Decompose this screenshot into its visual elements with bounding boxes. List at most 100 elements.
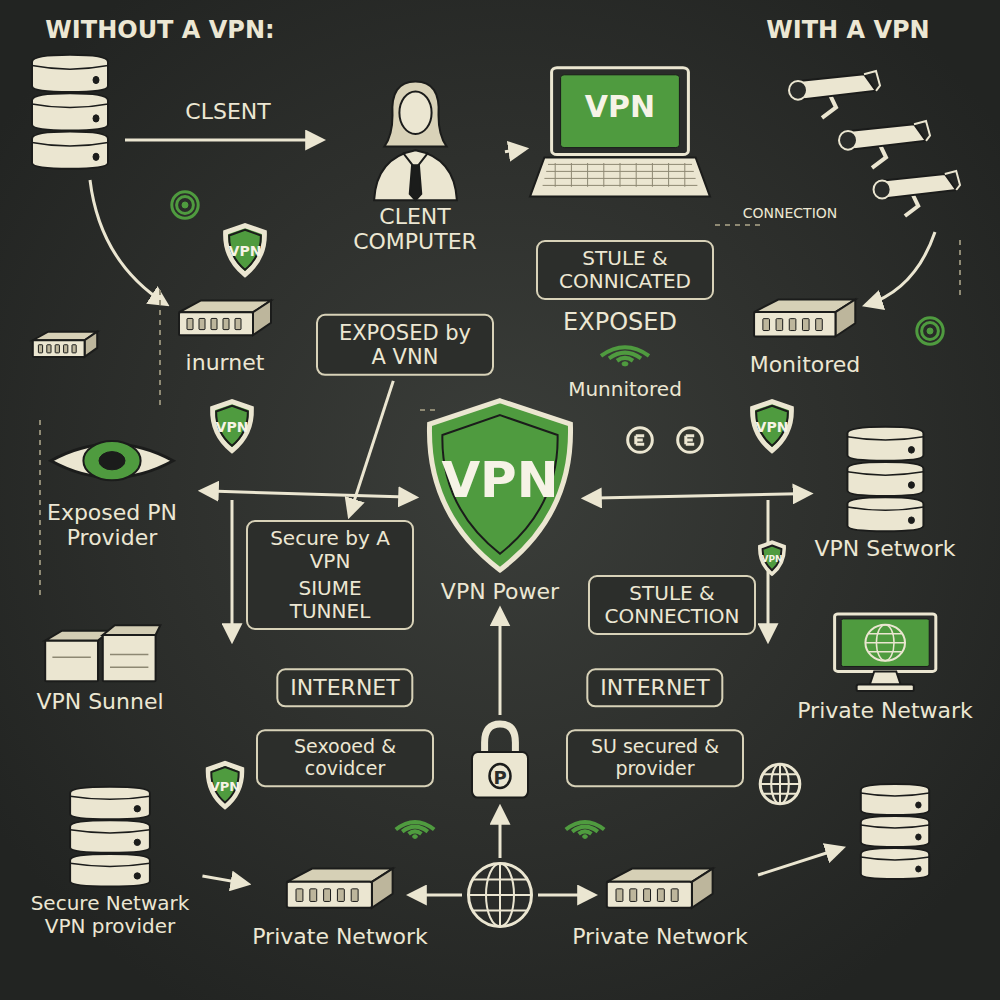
laptop-icon-part — [561, 75, 680, 148]
router-icon-part — [630, 889, 637, 902]
server-icon-part — [70, 787, 150, 820]
shield-text: VPN — [216, 420, 249, 435]
router-icon-part — [287, 882, 372, 908]
badge-icon-part — [636, 436, 644, 444]
node-text: inurnet — [186, 350, 265, 375]
icon-frame — [58, 783, 163, 888]
laptop-icon-part — [603, 163, 604, 187]
connector-arrow — [505, 149, 525, 152]
text-box: INTERNET — [276, 668, 413, 707]
text-box: EXPOSED by A VNN — [316, 314, 494, 376]
router-node: Monitored — [750, 282, 861, 377]
badge-icon — [678, 428, 703, 453]
router-icon-part — [372, 869, 393, 908]
server-icon-part — [32, 93, 108, 130]
router-icon-part — [836, 300, 856, 337]
router-icon-part — [33, 340, 85, 357]
server-node: VPN Setwork — [814, 422, 955, 561]
lock-node: P — [465, 720, 535, 800]
laptop-icon-part — [620, 163, 621, 187]
router-icon-part — [776, 319, 783, 331]
node-text: Secure Netwark VPN provider — [23, 892, 198, 938]
router-icon-part — [211, 318, 217, 329]
building-icon — [40, 615, 160, 685]
monitor-icon-part — [856, 685, 913, 692]
router-icon-part — [616, 889, 623, 902]
laptop-icon-part — [587, 163, 588, 187]
router-node: Private Network — [572, 850, 748, 949]
node-text: SIUME TUNNEL — [260, 577, 400, 623]
router-icon-part — [803, 319, 810, 331]
router-icon-part — [607, 882, 692, 908]
laptop-node: VPN — [530, 65, 710, 205]
icon-frame — [750, 282, 860, 348]
server-icon-part — [916, 866, 921, 872]
router-icon — [33, 332, 97, 357]
router-icon — [750, 282, 860, 348]
router-icon — [603, 850, 718, 920]
shield-text: VPN — [761, 555, 782, 565]
server-icon-part — [847, 462, 923, 496]
router-icon-part — [85, 332, 98, 357]
node-text: SU secured & provider — [580, 736, 730, 780]
decor-arrow — [410, 894, 462, 897]
monitor-node: Private Netwark — [797, 612, 973, 723]
icon-frame — [283, 850, 398, 920]
node-text: INTERNET — [290, 675, 399, 700]
server-node: Secure Netwark VPN provider — [23, 783, 198, 938]
icon-frame — [830, 612, 940, 694]
router-icon-part — [816, 319, 823, 331]
lock-icon-part — [485, 724, 516, 755]
node-text: Private Network — [252, 924, 428, 949]
server-icon-part — [861, 848, 929, 879]
camera-icon-part — [945, 171, 960, 190]
target-icon-part — [182, 202, 188, 208]
server-icon-part — [134, 806, 140, 812]
shield-icon-part — [229, 230, 261, 270]
wifi-icon-part — [402, 827, 428, 832]
building-icon-part — [52, 655, 148, 668]
person-icon-part — [374, 150, 457, 200]
camera-icon-part — [914, 121, 930, 141]
camera-icon — [839, 121, 930, 168]
eye-node: Exposed PN Provider — [27, 426, 197, 551]
shield-text: VPN — [756, 420, 789, 435]
node-text: CLENT COMPUTER — [330, 204, 500, 255]
icon-frame — [47, 426, 177, 496]
server-icon-part — [32, 142, 108, 146]
icon-frame: VPN — [420, 395, 580, 575]
node-text: VPN Sunnel — [36, 689, 163, 714]
wifi-icon-part — [396, 822, 434, 830]
router-icon-part — [235, 318, 241, 329]
laptop-icon-part — [555, 163, 556, 187]
wifi-icon-part — [622, 362, 628, 366]
server-icon-part — [861, 784, 929, 815]
icon-text: VPN — [441, 451, 558, 509]
dashed-line — [959, 240, 961, 300]
eye-icon-part — [83, 441, 140, 480]
server-icon-part — [908, 447, 914, 454]
node-text: Exposed PN Provider — [27, 500, 197, 551]
globe-icon-part — [469, 864, 532, 927]
node-text: Monitored — [750, 352, 861, 377]
server-icon-part — [847, 472, 923, 475]
eye-icon-part — [99, 452, 125, 470]
wifi-icon — [601, 347, 649, 366]
target-icon — [172, 192, 198, 218]
dashed-line — [159, 290, 161, 410]
router-icon-part — [223, 318, 229, 329]
router-icon-part — [64, 345, 68, 353]
laptop-icon-part — [530, 157, 710, 196]
router-icon-part — [38, 345, 42, 353]
monitor-icon-part — [841, 619, 929, 667]
text-box: Sexooed & covidcer — [256, 729, 434, 787]
server-icon-part — [70, 863, 150, 866]
node-text: Private Netwark — [797, 698, 973, 723]
badge-icon — [628, 428, 653, 453]
globe-icon — [760, 764, 800, 804]
shield-icon-part — [226, 226, 265, 275]
node-text: Private Network — [572, 924, 748, 949]
eye-icon — [47, 426, 177, 496]
server-icon-part — [70, 796, 150, 799]
router-icon-part — [754, 312, 835, 336]
